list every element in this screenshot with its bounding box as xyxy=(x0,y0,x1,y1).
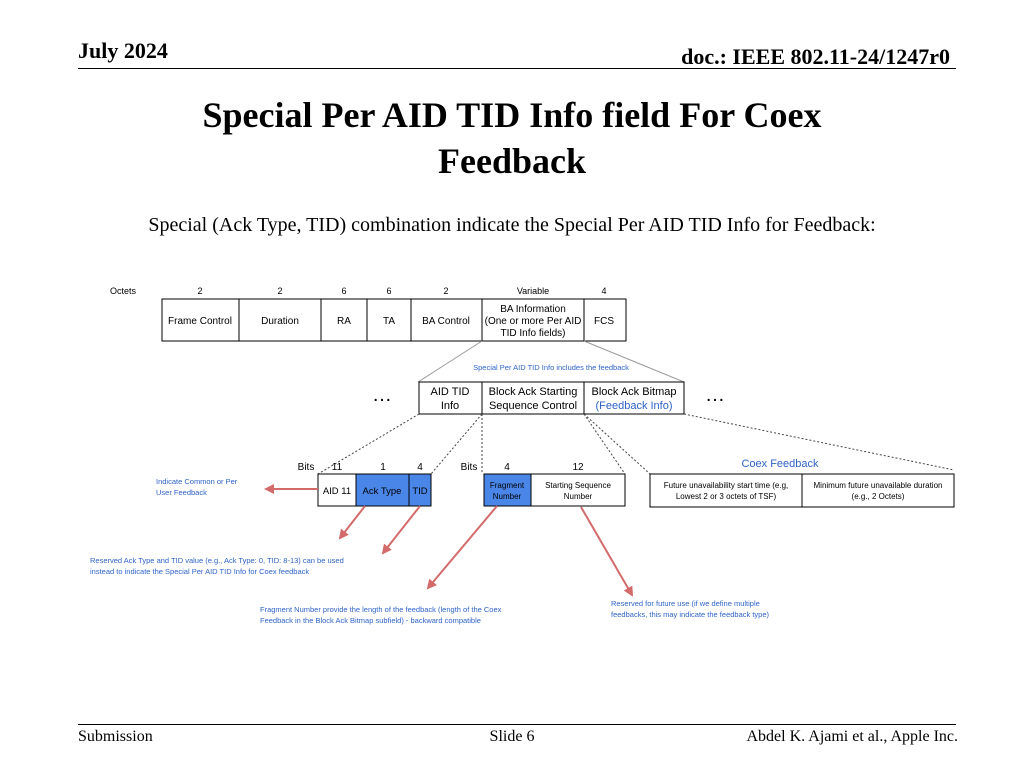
block-ack-bitmap-line-2: (Feedback Info) xyxy=(595,400,672,412)
header-rule xyxy=(78,68,956,69)
dotted-aid-left xyxy=(317,413,420,475)
arrow-ack-type-reserved xyxy=(338,505,366,540)
block-ack-ssc-line-2: Sequence Control xyxy=(489,400,577,412)
field-ba-information-line-2: (One or more Per AID xyxy=(485,316,582,327)
ssc-bits-label: Bits xyxy=(461,462,478,473)
note-fragment-line-1: Fragment Number provide the length of th… xyxy=(260,605,502,614)
ellipsis-right: … xyxy=(705,384,725,406)
coex-duration-line-1: Minimum future unavailable duration xyxy=(814,481,943,490)
note-fragment-line-2: Feedback in the Block Ack Bitmap subfiel… xyxy=(260,616,481,625)
footer-authors: Abdel K. Ajami et al., Apple Inc. xyxy=(746,728,958,745)
aid-bits-ack-type: 1 xyxy=(380,462,386,473)
aid-bits-label: Bits xyxy=(298,462,315,473)
per-aid-note: Special Per AID TID Info includes the fe… xyxy=(473,363,629,372)
subfield-aid-11-label: AID 11 xyxy=(323,486,351,497)
field-ra-label: RA xyxy=(337,316,351,327)
field-duration-label: Duration xyxy=(261,316,299,327)
header-date: July 2024 xyxy=(78,38,168,63)
coex-start-time-line-2: Lowest 2 or 3 octets of TSF) xyxy=(676,492,777,501)
note-reserved-ack-line-2: instead to indicate the Special Per AID … xyxy=(90,567,309,576)
octets-label: Octets xyxy=(110,286,137,296)
aid-tid-info-line-1: AID TID xyxy=(431,386,470,398)
block-ack-ssc-line-1: Block Ack Starting xyxy=(489,386,578,398)
dotted-aid-right xyxy=(430,413,483,475)
fragment-number-line-2: Number xyxy=(493,492,522,501)
arrow-future-use xyxy=(580,506,634,597)
octets-frame-control: 2 xyxy=(197,286,202,296)
footer-slide-number: Slide 6 xyxy=(489,728,535,745)
fragment-number-line-1: Fragment xyxy=(490,481,525,490)
subfield-aid-11 xyxy=(317,473,357,507)
aid-bits-aid: 11 xyxy=(332,462,343,473)
footer-rule xyxy=(78,724,956,725)
octets-ba-control: 2 xyxy=(443,286,448,296)
octets-duration: 2 xyxy=(277,286,282,296)
ssc-bits-fragment: 4 xyxy=(504,462,510,473)
slide-subtitle: Special (Ack Type, TID) combination indi… xyxy=(148,214,876,236)
starting-seq-line-1: Starting Sequence xyxy=(545,481,611,490)
ellipsis-left: … xyxy=(372,384,392,406)
dotted-bitmap-right xyxy=(683,413,955,471)
dotted-ssc-right xyxy=(583,413,626,475)
subfield-starting-seq-number xyxy=(530,473,626,507)
field-block-ack-bitmap xyxy=(583,381,685,415)
field-fcs xyxy=(583,298,627,342)
coex-start-time-line-1: Future unavailability start time (e.g, xyxy=(664,481,789,490)
field-fcs-label: FCS xyxy=(594,316,614,327)
slide-title: Special Per AID TID Info field For Coex … xyxy=(0,92,1024,184)
ssc-bits-starting-seq: 12 xyxy=(572,462,584,473)
header-doc-id: doc.: IEEE 802.11-24/1247r0 xyxy=(681,44,950,69)
octets-ta: 6 xyxy=(386,286,391,296)
aid-bits-tid: 4 xyxy=(417,462,423,473)
block-ack-bitmap-line-1: Block Ack Bitmap xyxy=(592,386,677,398)
field-ba-information-line-1: BA Information xyxy=(500,304,566,315)
subfield-fragment-number xyxy=(483,473,532,507)
coex-feedback-label: Coex Feedback xyxy=(741,458,819,470)
field-ba-control-label: BA Control xyxy=(422,316,470,327)
octets-fcs: 4 xyxy=(601,286,606,296)
field-ta-label: TA xyxy=(383,316,395,327)
note-future-use-line-2: feedbacks, this may indicate the feedbac… xyxy=(611,610,770,619)
octets-ba-information: Variable xyxy=(517,286,549,296)
coex-field-start-time xyxy=(649,473,803,508)
octets-ra: 6 xyxy=(341,286,346,296)
note-common-user-line-1: Indicate Common or Per xyxy=(156,477,238,486)
subfield-tid-label: TID xyxy=(412,486,427,497)
slide-title-line-2: Feedback xyxy=(438,141,586,181)
field-ba-information-line-3: TID Info fields) xyxy=(500,328,565,339)
arrow-tid-reserved xyxy=(381,505,421,555)
subfield-ack-type-label: Ack Type xyxy=(363,486,402,497)
field-frame-control-label: Frame Control xyxy=(168,316,232,327)
note-reserved-ack-line-1: Reserved Ack Type and TID value (e.g., A… xyxy=(90,556,344,565)
aid-tid-info-line-2: Info xyxy=(441,400,459,412)
subfield-ack-type xyxy=(355,473,410,507)
coex-field-duration xyxy=(801,473,955,508)
note-common-user-line-2: User Feedback xyxy=(156,488,207,497)
slide-title-line-1: Special Per AID TID Info field For Coex xyxy=(202,95,822,135)
footer-submission: Submission xyxy=(78,728,153,745)
dotted-bitmap-left xyxy=(583,413,651,475)
expand-line-right xyxy=(583,340,685,383)
note-future-use-line-1: Reserved for future use (if we define mu… xyxy=(611,599,760,608)
starting-seq-line-2: Number xyxy=(564,492,593,501)
coex-duration-line-2: (e.g., 2 Octets) xyxy=(852,492,905,501)
arrow-fragment-number xyxy=(426,505,498,590)
expand-line-left xyxy=(417,340,483,383)
